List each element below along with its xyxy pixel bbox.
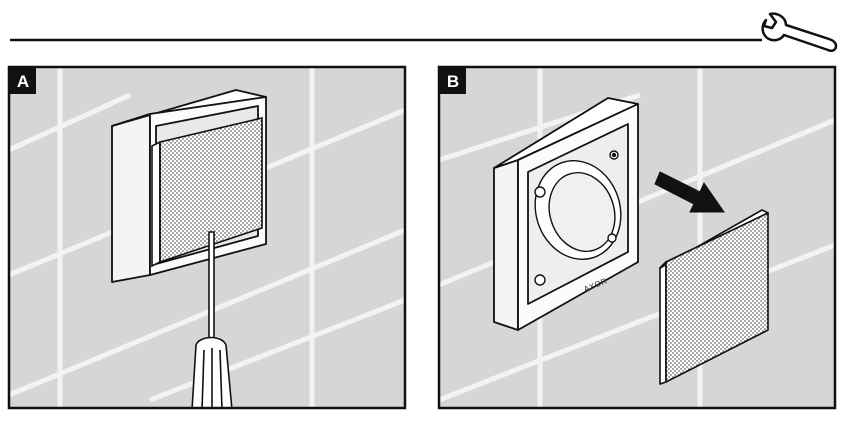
screwdriver-icon (191, 231, 233, 408)
panel-a-label-bg (10, 68, 36, 94)
switch-mechanism (534, 150, 622, 286)
panel-a-label: A (17, 72, 29, 91)
cover-plate (151, 116, 263, 268)
removed-cover-plate (659, 209, 769, 385)
panel-b-label: B (447, 72, 459, 91)
panel-b-label-bg (440, 68, 466, 94)
arrow-icon (654, 171, 725, 213)
wrench-icon (761, 12, 838, 53)
panel-b: AXOR B (437, 65, 837, 410)
panel-a: A (7, 65, 407, 410)
